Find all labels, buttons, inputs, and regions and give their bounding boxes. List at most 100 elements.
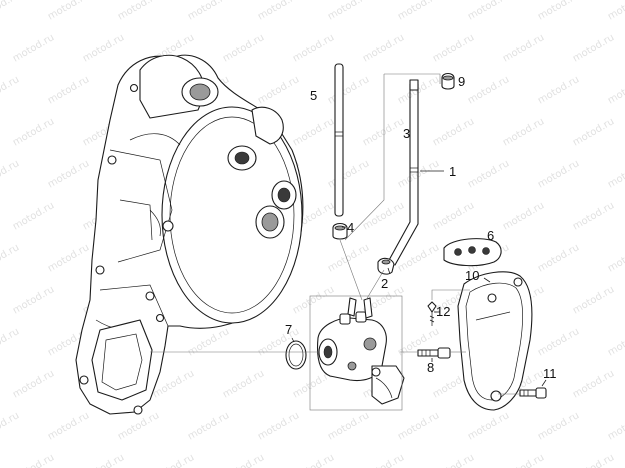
watermark-text: motod.ru <box>0 158 21 190</box>
callout-12: 12 <box>436 304 450 319</box>
watermark-text: motod.ru <box>396 0 441 23</box>
watermark-text: motod.ru <box>466 410 511 442</box>
callout-10: 10 <box>465 268 479 283</box>
watermark-text: motod.ru <box>431 116 476 148</box>
watermark-text: motod.ru <box>186 0 231 23</box>
watermark-text: motod.ru <box>11 116 56 148</box>
watermark-text: motod.ru <box>186 410 231 442</box>
watermark-text: motod.ru <box>221 452 266 468</box>
watermark-text: motod.ru <box>431 452 476 468</box>
watermark-text: motod.ru <box>571 200 616 232</box>
watermark-text: motod.ru <box>536 0 581 23</box>
clip-9 <box>441 72 455 90</box>
screw-12 <box>427 301 437 326</box>
watermark-text: motod.ru <box>151 452 196 468</box>
watermark-text: motod.ru <box>431 200 476 232</box>
watermark-text: motod.ru <box>571 32 616 64</box>
watermark-text: motod.ru <box>256 410 301 442</box>
watermark-text: motod.ru <box>501 32 546 64</box>
callout-labels: 1 2 3 4 5 6 7 8 9 10 11 12 <box>285 74 557 381</box>
callout-3: 3 <box>403 126 410 141</box>
watermark-text: motod.ru <box>571 368 616 400</box>
watermark-text: motod.ru <box>606 0 625 23</box>
watermark-text: motod.ru <box>291 116 336 148</box>
watermark-text: motod.ru <box>11 32 56 64</box>
watermark-text: motod.ru <box>571 284 616 316</box>
watermark-text: motod.ru <box>396 74 441 106</box>
watermark-text: motod.ru <box>361 116 406 148</box>
callout-11: 11 <box>543 366 557 381</box>
watermark-text: motod.ru <box>536 74 581 106</box>
watermark-text: motod.ru <box>186 326 231 358</box>
callout-1: 1 <box>449 164 456 179</box>
watermark-text: motod.ru <box>326 0 371 23</box>
pump-cover-10 <box>457 271 533 411</box>
watermark-text: motod.ru <box>0 242 21 274</box>
watermark-text: motod.ru <box>361 452 406 468</box>
watermark-text: motod.ru <box>501 116 546 148</box>
watermark-text: motod.ru <box>116 0 161 23</box>
watermark-text: motod.ru <box>501 452 546 468</box>
watermark-text: motod.ru <box>466 0 511 23</box>
watermark-text: motod.ru <box>291 32 336 64</box>
watermark-text: motod.ru <box>431 32 476 64</box>
watermark-text: motod.ru <box>536 242 581 274</box>
callout-leaders <box>291 140 547 387</box>
watermark-text: motod.ru <box>396 410 441 442</box>
watermark-text: motod.ru <box>466 158 511 190</box>
watermark-text: motod.ru <box>326 74 371 106</box>
watermark-text: motod.ru <box>536 410 581 442</box>
callout-7: 7 <box>285 322 292 337</box>
watermark-text: motod.ru <box>0 74 21 106</box>
watermark-text: motod.ru <box>536 158 581 190</box>
watermark-text: motod.ru <box>606 242 625 274</box>
clamp-4 <box>332 222 348 240</box>
watermark-text: motod.ru <box>396 158 441 190</box>
clamp-2 <box>377 257 395 275</box>
callout-4: 4 <box>347 220 354 235</box>
watermark-text: motod.ru <box>606 74 625 106</box>
watermark-text: motod.ru <box>536 326 581 358</box>
watermark-text: motod.ru <box>81 32 126 64</box>
tube-3 <box>387 79 419 266</box>
assembly-guides <box>150 73 520 411</box>
watermark-text: motod.ru <box>326 158 371 190</box>
watermark-text: motod.ru <box>11 200 56 232</box>
watermark-text: motod.ru <box>221 368 266 400</box>
watermark-text: motod.ru <box>396 242 441 274</box>
oil-pump <box>316 297 405 405</box>
watermark-text: motod.ru <box>46 158 91 190</box>
watermark-text: motod.ru <box>291 452 336 468</box>
callout-8: 8 <box>427 360 434 375</box>
watermark-text: motod.ru <box>11 368 56 400</box>
watermark-text: motod.ru <box>326 242 371 274</box>
callout-6: 6 <box>487 228 494 243</box>
watermark-text: motod.ru <box>46 74 91 106</box>
watermark-text: motod.ru <box>221 32 266 64</box>
bolt-11 <box>519 387 547 399</box>
watermark-text: motod.ru <box>11 284 56 316</box>
watermark-text: motod.ru <box>571 116 616 148</box>
watermark-text: motod.ru <box>256 0 301 23</box>
watermark-text: motod.ru <box>46 0 91 23</box>
gasket-6 <box>443 238 502 267</box>
watermark-text: motod.ru <box>256 326 301 358</box>
watermark-text: motod.ru <box>606 326 625 358</box>
watermark-text: motod.ru <box>0 410 21 442</box>
o-ring-7 <box>285 340 307 370</box>
bolt-8 <box>417 347 451 359</box>
watermark-text: motod.ru <box>11 452 56 468</box>
crankcase-cover <box>75 54 304 415</box>
callout-2: 2 <box>381 276 388 291</box>
watermark-text: motod.ru <box>361 32 406 64</box>
watermark-text: motod.ru <box>466 74 511 106</box>
watermark-text: motod.ru <box>501 200 546 232</box>
watermark-text: motod.ru <box>0 326 21 358</box>
tube-5 <box>334 63 344 217</box>
callout-9: 9 <box>458 74 465 89</box>
watermark-text: motod.ru <box>291 284 336 316</box>
watermark-text: motod.ru <box>326 410 371 442</box>
watermark-text: motod.ru <box>116 410 161 442</box>
